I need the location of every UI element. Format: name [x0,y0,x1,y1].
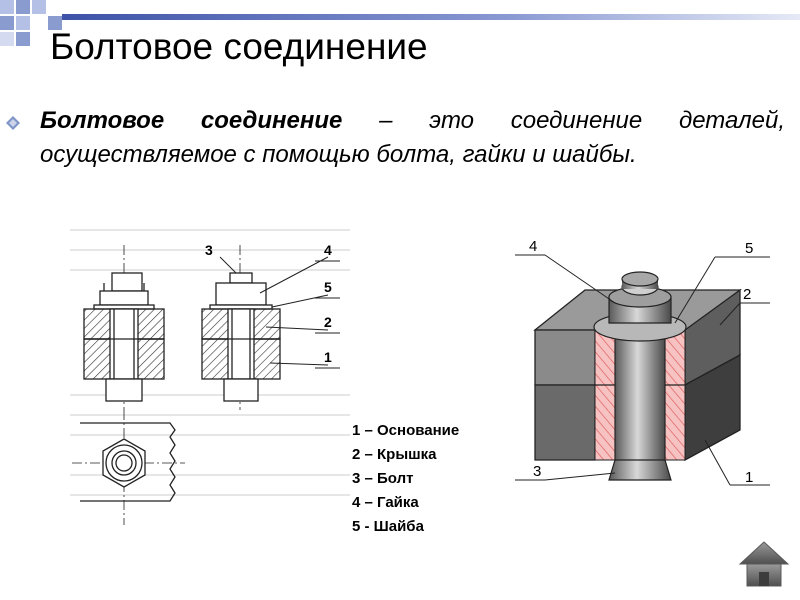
cutaway-callout-5: 5 [745,240,753,257]
drawing-callout-5: 5 [324,279,332,295]
bolt-cutaway-illustration: 4 5 2 3 1 [515,238,770,486]
cutaway-callout-1: 1 [745,469,753,486]
definition-paragraph: Болтовое соединение – это соединение дет… [40,104,785,172]
legend-item: 4 – Гайка [352,494,419,511]
drawing-callout-2: 2 [324,314,332,330]
front-view-left [83,245,165,410]
drawing-callout-1: 1 [324,349,332,365]
corner-decoration [0,0,800,46]
legend-item: 5 - Шайба [352,518,424,535]
legend-item: 3 – Болт [352,470,414,487]
legend-item: 1 – Основание [352,422,460,439]
top-view [72,410,185,525]
diamond-bullet-icon [6,116,20,130]
definition-text: – это соединение деталей, осуществляемое… [40,107,785,168]
cutaway-callout-3: 3 [533,463,541,480]
parts-legend: 1 – Основание 2 – Крышка 3 – Болт 4 – Га… [352,419,459,539]
cutaway-callout-4: 4 [529,238,537,255]
home-icon[interactable] [738,538,790,590]
slide-title: Болтовое соединение [50,26,428,67]
drawing-callout-3: 3 [205,242,213,258]
cutaway-callout-2: 2 [743,286,751,303]
legend-item: 2 – Крышка [352,446,437,463]
bolt-technical-drawing: 3 4 5 2 1 [70,229,350,525]
definition-term: Болтовое соединение [40,107,343,134]
drawing-callout-4: 4 [324,242,332,258]
